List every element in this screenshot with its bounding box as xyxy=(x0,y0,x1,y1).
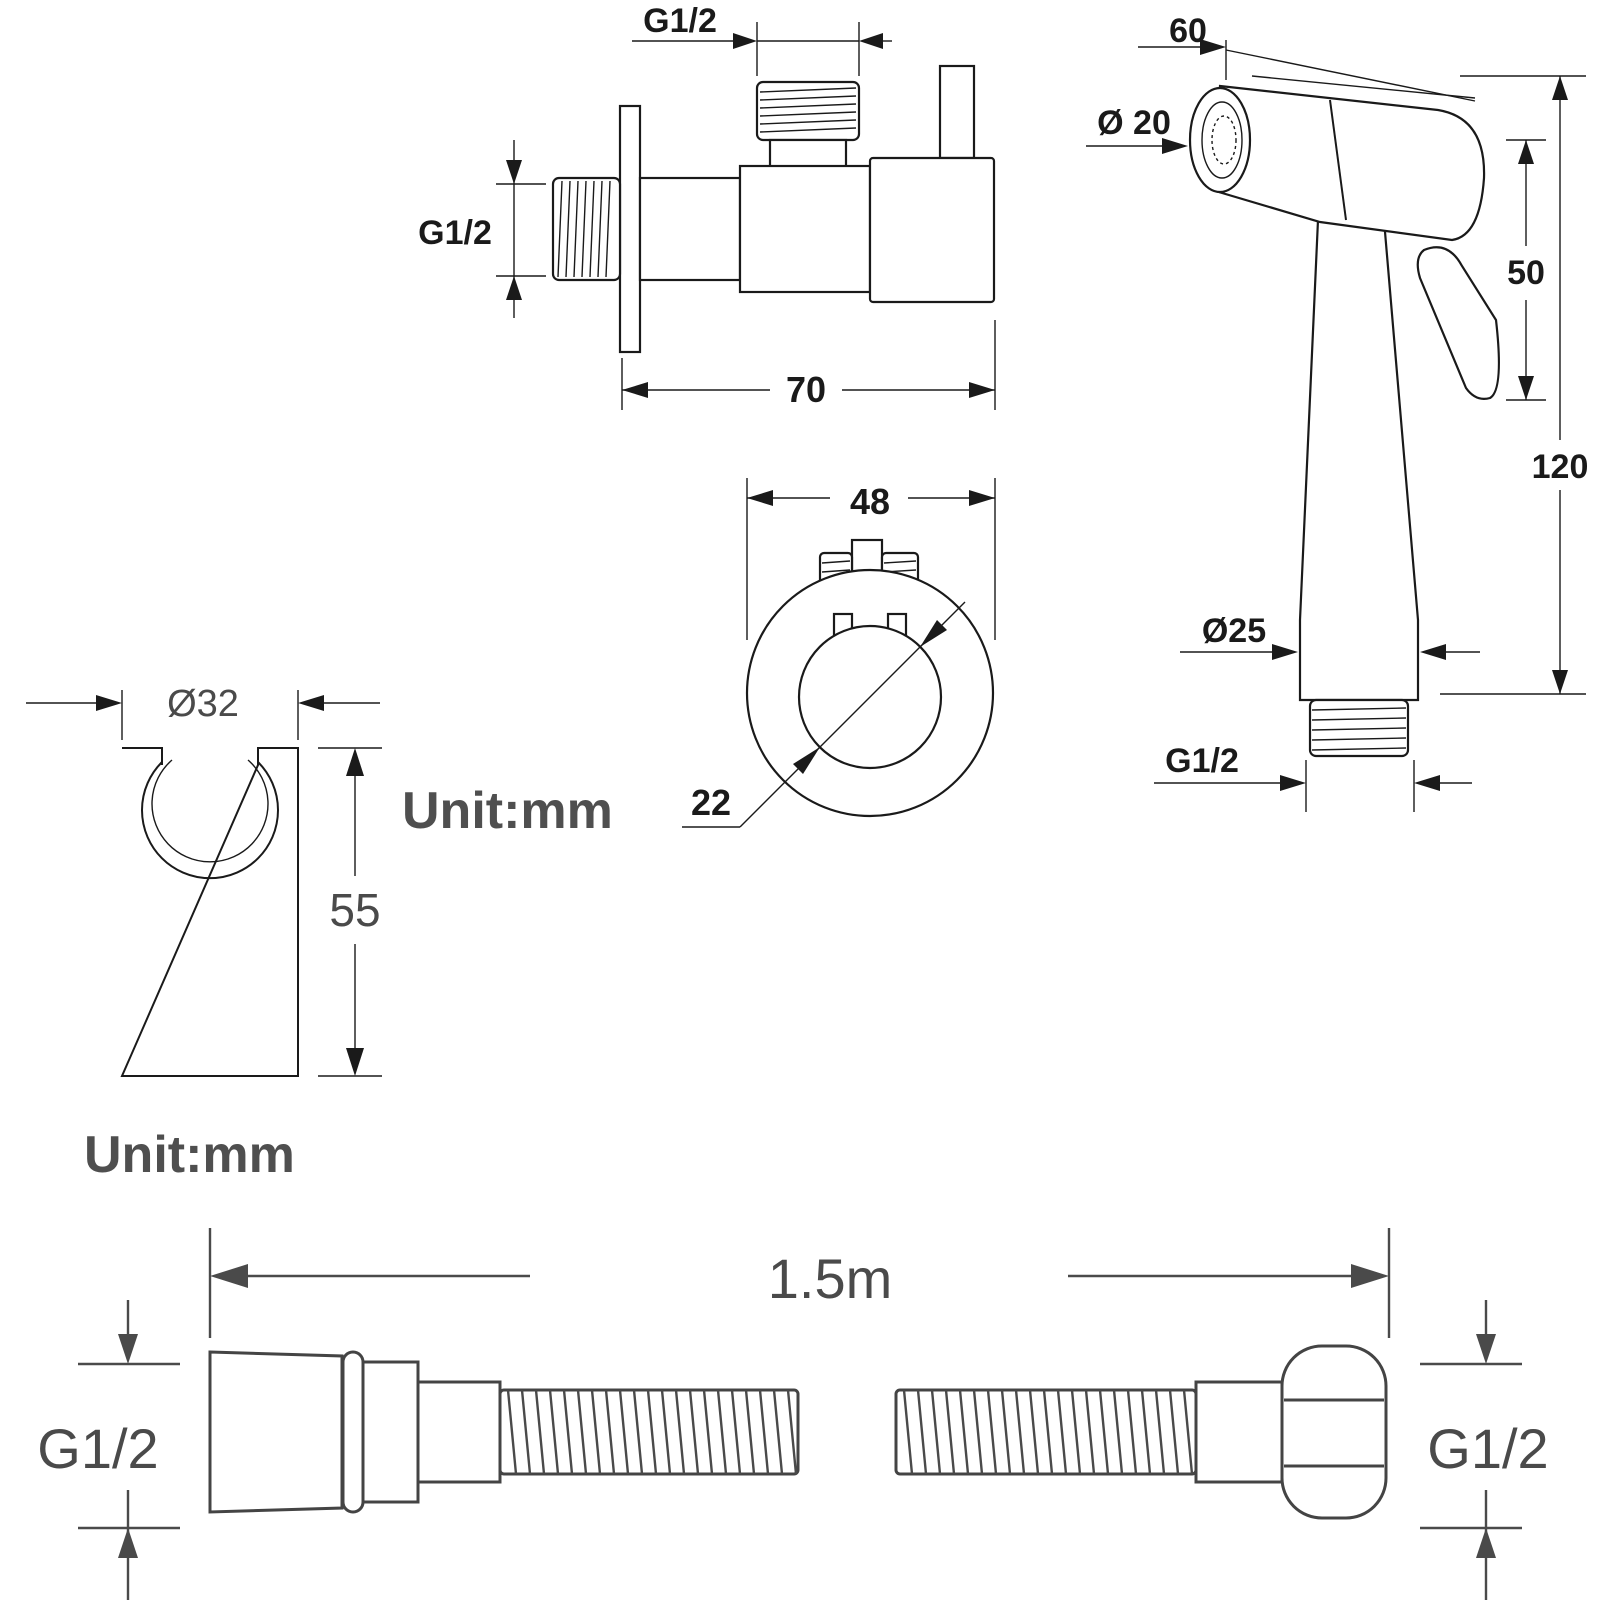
sprayer-trigger xyxy=(1416,246,1500,400)
holder-drawing: Ø32 55 xyxy=(26,683,382,1077)
dim-sprayer-head-diameter: Ø 20 xyxy=(1086,104,1188,154)
valve-body-collar xyxy=(738,164,872,294)
sprayer-head xyxy=(1210,84,1486,242)
sprayer-side-view: 60 Ø 20 50 120 xyxy=(1086,12,1588,812)
valve-top-thread-label: G1/2 xyxy=(643,2,717,40)
sprayer-thread-label: G1/2 xyxy=(1165,742,1239,780)
dim-hose-length: 1.5m xyxy=(208,1228,1391,1338)
valve-length-label: 70 xyxy=(786,369,826,410)
dim-holder-width: Ø32 xyxy=(26,683,380,740)
dim-valve-top-thread: G1/2 xyxy=(632,2,892,76)
dim-front-diameter: 22 xyxy=(682,601,966,828)
valve-wall-flange xyxy=(618,104,642,354)
hose-right-coil xyxy=(894,1388,1198,1476)
dim-holder-height: 55 xyxy=(318,747,382,1077)
valve-handle-stem xyxy=(938,64,976,160)
dim-sprayer-thread: G1/2 xyxy=(1154,742,1472,812)
hose-right-thread-label: G1/2 xyxy=(1427,1417,1548,1480)
sprayer-bottom-thread xyxy=(1308,698,1410,758)
valve-body xyxy=(638,176,742,282)
sprayer-grip-diameter-label: Ø25 xyxy=(1202,612,1266,650)
sprayer-trigger-height-label: 50 xyxy=(1507,254,1545,292)
front-width-label: 48 xyxy=(850,481,890,522)
front-diameter-label: 22 xyxy=(691,782,731,823)
holder-width-label: Ø32 xyxy=(167,683,239,725)
hose-length-label: 1.5m xyxy=(768,1247,893,1310)
dim-sprayer-head-length: 60 xyxy=(1138,12,1476,102)
sprayer-head-diameter-label: Ø 20 xyxy=(1097,104,1171,142)
dim-sprayer-grip-diameter: Ø25 xyxy=(1180,612,1480,660)
dim-sprayer-trigger-height: 50 xyxy=(1506,139,1546,401)
holder-body xyxy=(120,747,299,1077)
hose-left-coil xyxy=(498,1388,800,1476)
angle-valve-front-view: 48 22 xyxy=(682,478,996,828)
valve-side-thread xyxy=(551,176,622,282)
dim-front-width: 48 xyxy=(746,478,996,640)
sprayer-head-length-label: 60 xyxy=(1169,12,1207,50)
hose-left-thread-label: G1/2 xyxy=(37,1417,158,1480)
dim-valve-side-thread: G1/2 xyxy=(418,140,546,318)
valve-top-thread xyxy=(755,80,861,170)
unit-label-lower: Unit:mm xyxy=(84,1126,295,1184)
holder-cradle xyxy=(141,761,279,880)
sprayer-grip xyxy=(1298,218,1420,702)
sprayer-nozzle xyxy=(1188,86,1252,194)
dim-valve-length: 70 xyxy=(621,320,996,410)
angle-valve-side-view: G1/2 G1/2 70 xyxy=(418,2,996,410)
hose-right-nut xyxy=(1280,1344,1388,1520)
holder-height-label: 55 xyxy=(329,884,380,936)
unit-label-upper: Unit:mm xyxy=(402,782,613,840)
valve-side-thread-label: G1/2 xyxy=(418,214,492,252)
sprayer-total-height-label: 120 xyxy=(1532,448,1589,486)
hose-drawing: 1.5m G1/2 G1/2 xyxy=(37,1228,1549,1600)
dim-hose-left-thread: G1/2 xyxy=(37,1300,180,1600)
valve-handle xyxy=(868,156,996,304)
hose-left-nut xyxy=(208,1350,344,1514)
hose-left-oring xyxy=(341,1350,365,1514)
dim-hose-right-thread: G1/2 xyxy=(1420,1300,1549,1600)
dim-sprayer-total-height: 120 xyxy=(1440,75,1589,695)
